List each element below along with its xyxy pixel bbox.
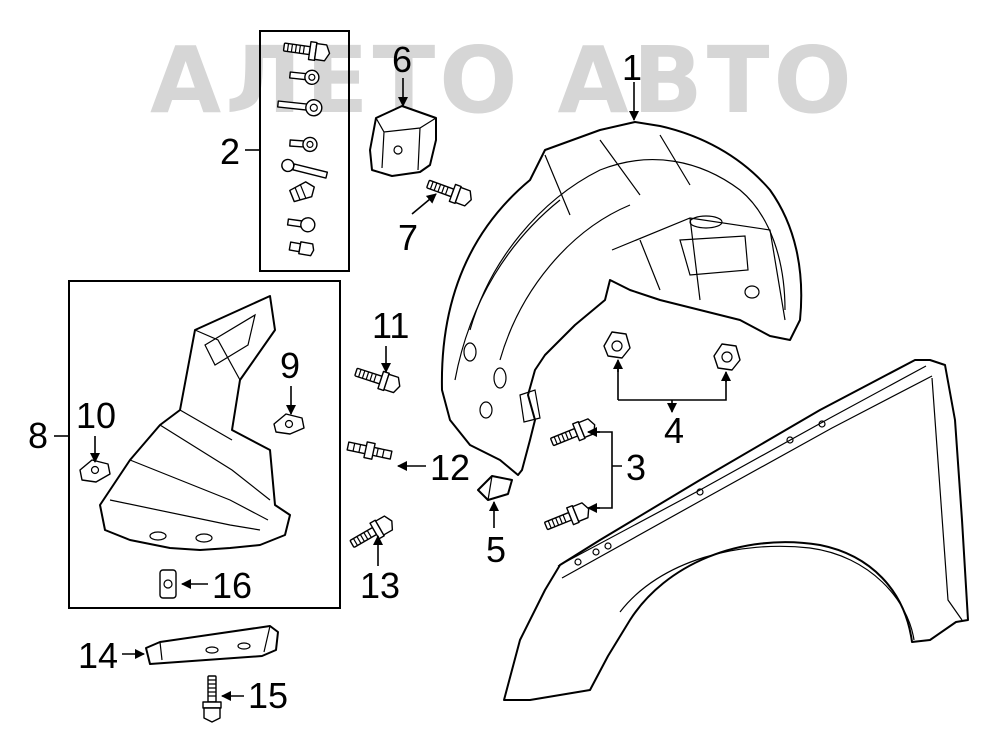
leader-3 — [590, 431, 622, 509]
clip-nut-9 — [273, 413, 305, 435]
leader-7 — [411, 193, 437, 215]
callout-13: 13 — [360, 565, 400, 606]
fender-panel — [503, 359, 969, 701]
callout-4: 4 — [664, 410, 684, 451]
spacer-block — [477, 475, 513, 501]
callout-10: 10 — [76, 395, 116, 436]
clip-nut-left — [603, 331, 631, 359]
stud-12 — [346, 441, 393, 460]
bolt-3-upper — [547, 415, 599, 452]
splash-shield — [99, 295, 291, 551]
callout-14: 14 — [78, 635, 118, 676]
callout-11: 11 — [372, 305, 409, 346]
bolt-3-lower — [541, 499, 593, 536]
callout-5: 5 — [486, 529, 506, 570]
callout-12: 12 — [430, 447, 470, 488]
fastener-set-box — [259, 30, 350, 272]
watermark-text: АЛЕТО АВТО — [150, 27, 856, 134]
callout-6: 6 — [392, 39, 412, 80]
wheel-arch-liner — [440, 121, 803, 476]
clip-nut-right — [713, 343, 741, 371]
splash-shield-box — [68, 280, 341, 609]
bolt-15 — [202, 675, 222, 723]
bolt-7 — [424, 174, 476, 209]
bracket-part — [369, 105, 437, 177]
trim-strip — [145, 625, 279, 665]
clip-nut-10 — [79, 459, 111, 483]
callout-8: 8 — [28, 415, 48, 456]
callout-15: 15 — [248, 675, 288, 716]
fastener-set-items — [276, 37, 332, 257]
callout-16: 16 — [212, 565, 252, 606]
leader-4 — [617, 362, 727, 412]
bolt-11 — [352, 362, 404, 396]
callout-3: 3 — [626, 447, 646, 488]
bolt-13 — [346, 512, 398, 553]
callout-2: 2 — [220, 131, 240, 172]
callout-1: 1 — [622, 47, 642, 88]
callout-7: 7 — [398, 217, 418, 258]
clip-16 — [159, 569, 177, 599]
callout-9: 9 — [280, 345, 300, 386]
